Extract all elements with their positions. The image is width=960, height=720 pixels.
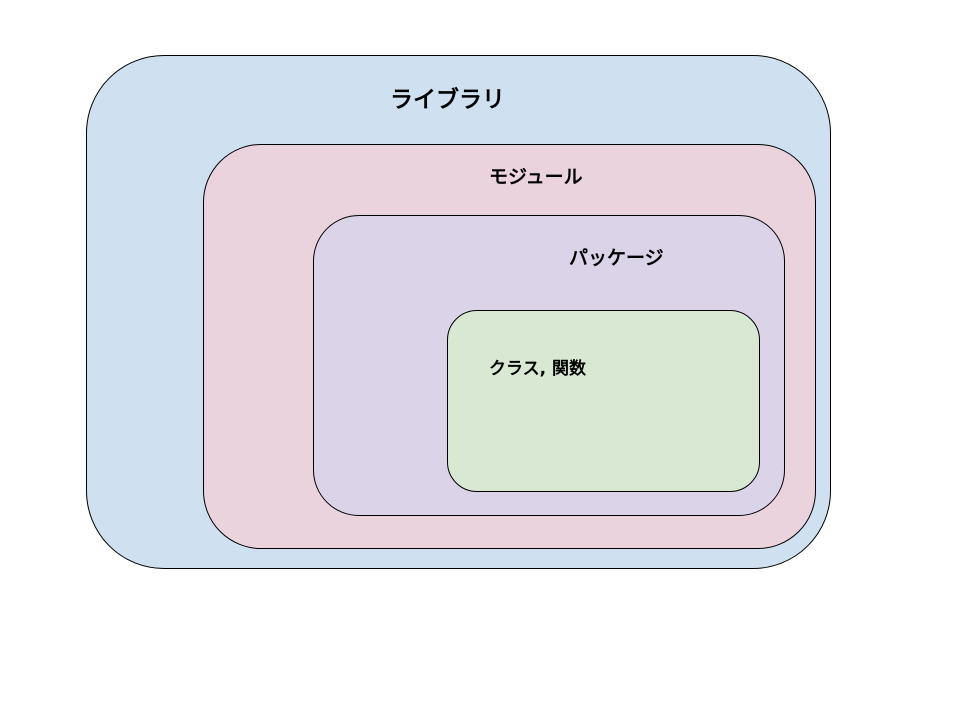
class-function-label: クラス, 関数 (489, 359, 587, 379)
package-label: パッケージ (569, 247, 664, 269)
class-function-container (447, 310, 760, 492)
module-label: モジュール (489, 166, 583, 188)
library-label: ライブラリ (390, 87, 505, 113)
